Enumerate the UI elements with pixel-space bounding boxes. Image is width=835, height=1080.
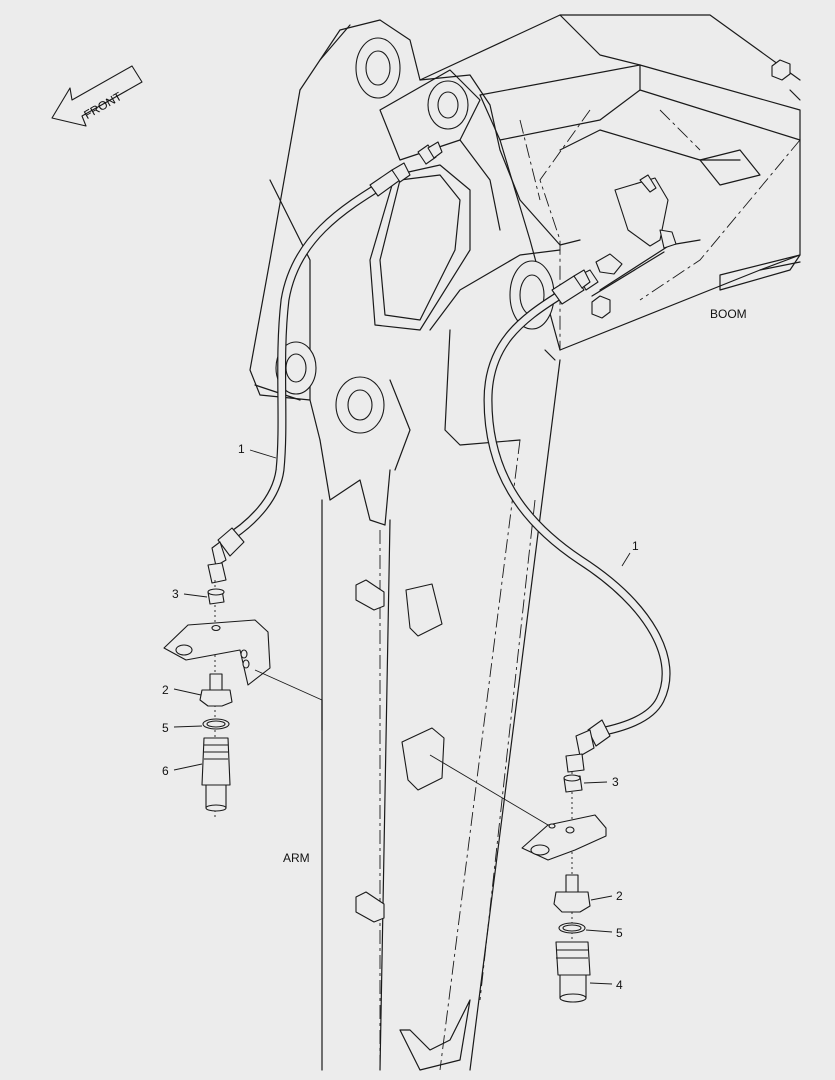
right-fittings: [429, 754, 607, 1003]
left-fittings: [163, 580, 323, 820]
callouts: 1 1 3 3 2 2 5 5 6 4: [162, 442, 639, 992]
callout-oring-right: 5: [616, 926, 623, 940]
boom-pipe-clamp: [577, 174, 701, 297]
boom-label: BOOM: [710, 307, 747, 321]
front-arrow-icon: FRONT: [51, 65, 143, 127]
callout-nut-left: 3: [172, 587, 179, 601]
arm-label: ARM: [283, 851, 310, 865]
callout-hose-left: 1: [238, 442, 245, 456]
callout-adapter-left: 2: [162, 683, 169, 697]
callout-hose-right: 1: [632, 539, 639, 553]
callout-coupler-right: 4: [616, 978, 623, 992]
hose-right: [483, 269, 671, 773]
callout-adapter-right: 2: [616, 889, 623, 903]
boom-structure: [419, 14, 801, 351]
hose-left: [207, 141, 443, 584]
callout-plug-left: 6: [162, 764, 169, 778]
callout-oring-left: 5: [162, 721, 169, 735]
arm-structure: [249, 19, 581, 1071]
callout-nut-right: 3: [612, 775, 619, 789]
